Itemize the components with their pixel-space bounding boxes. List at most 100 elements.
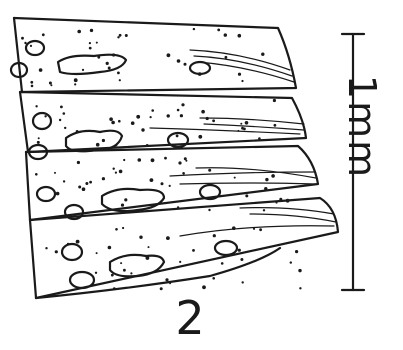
stipple-dot: [146, 256, 150, 260]
stipple-dot: [176, 135, 179, 138]
stipple-dot: [150, 178, 154, 182]
stipple-dot: [232, 226, 236, 230]
stipple-dot: [167, 114, 170, 117]
stipple-dot: [179, 261, 181, 263]
stipple-dot: [261, 53, 264, 56]
stipple-dot: [45, 247, 47, 249]
inclusion: [58, 55, 126, 74]
scale-bar-label: 1mm: [330, 52, 394, 202]
segment-outline-4: [30, 198, 338, 298]
pore: [37, 187, 55, 201]
stipple-dot: [96, 143, 100, 147]
stipple-dot: [234, 177, 236, 179]
stipple-dot: [238, 249, 241, 252]
stipple-dot: [96, 42, 98, 44]
stipple-dot: [30, 45, 32, 47]
stipple-dot: [138, 158, 142, 162]
stipple-dot: [130, 272, 132, 274]
stipple-dot: [240, 258, 243, 261]
stipple-dot: [136, 115, 140, 119]
stipple-dot: [245, 121, 249, 125]
stipple-dot: [82, 187, 86, 191]
stipple-dot: [238, 73, 241, 76]
stipple-dot: [279, 198, 282, 201]
stipple-dot: [85, 182, 88, 185]
inclusion: [110, 255, 164, 277]
stipple-dot: [182, 172, 185, 175]
stipple-dot: [59, 119, 61, 121]
stipple-dot: [82, 69, 84, 71]
stipple-dot: [97, 56, 100, 59]
stipple-dot: [184, 157, 187, 160]
stipple-dot: [115, 144, 117, 146]
stipple-dot: [131, 121, 135, 125]
stipple-dot: [95, 272, 97, 274]
stipple-dot: [35, 105, 37, 107]
stipple-dot: [299, 287, 301, 289]
stipple-dot: [102, 139, 105, 142]
stipple-dot: [90, 29, 93, 32]
stipple-dot: [31, 85, 34, 88]
stipple-dot: [77, 30, 81, 34]
stipple-dot: [38, 137, 40, 139]
stipple-dot: [89, 181, 92, 184]
stipple-dot: [106, 62, 109, 65]
pore: [70, 272, 94, 288]
stipple-dot: [180, 114, 183, 117]
stipple-dot: [290, 261, 292, 263]
stipple-dot: [115, 228, 118, 231]
stipple-dot: [124, 198, 127, 201]
figure-number: 2: [160, 290, 220, 346]
pore: [33, 113, 51, 129]
stipple-dot: [167, 53, 171, 57]
stipple-dot: [243, 127, 246, 130]
stipple-dot: [63, 112, 66, 115]
stipple-dot: [112, 53, 115, 56]
stipple-dot: [35, 173, 38, 176]
stipple-dot: [271, 174, 275, 178]
pore: [215, 241, 237, 255]
stipple-dot: [108, 67, 111, 70]
stipple-dot: [119, 79, 121, 81]
stipple-dot: [275, 201, 277, 203]
stipple-dot: [217, 29, 220, 32]
stipple-dot: [54, 172, 56, 174]
stipple-dot: [121, 204, 124, 207]
stipple-dot: [92, 282, 94, 284]
stipple-dot: [146, 144, 149, 147]
pore: [190, 62, 210, 74]
stipple-dot: [258, 137, 261, 140]
stipple-dot: [123, 159, 125, 161]
stipple-dot: [64, 127, 66, 129]
stipple-dot: [77, 161, 80, 164]
stipple-dot: [111, 121, 115, 125]
stipple-dot: [169, 282, 171, 284]
stipple-dot: [74, 83, 76, 85]
stipple-dot: [125, 34, 128, 37]
stipple-dot: [184, 63, 187, 66]
stipple-dot: [56, 192, 60, 196]
stipple-dot: [113, 287, 116, 290]
stipple-dot: [117, 72, 120, 75]
stipple-dot: [108, 246, 112, 250]
stipple-dot: [286, 199, 290, 203]
stipple-dot: [89, 42, 91, 44]
stipple-dot: [96, 252, 98, 254]
stipple-dot: [164, 157, 167, 160]
stipple-dot: [212, 277, 215, 280]
stipple-dot: [198, 135, 202, 139]
stipple-dot: [113, 168, 115, 170]
stipple-dot: [37, 141, 40, 144]
stipple-dot: [63, 180, 65, 182]
stipple-dot: [238, 34, 242, 38]
stipple-dot: [50, 84, 52, 86]
stipple-dot: [44, 115, 46, 117]
stipple-dot: [30, 81, 33, 84]
stipple-dot: [76, 240, 80, 244]
stipple-dot: [21, 37, 24, 40]
stipple-dot: [49, 82, 52, 85]
stipple-dot: [109, 117, 113, 121]
stipple-dot: [181, 103, 184, 106]
stipple-dot: [39, 68, 43, 72]
stipple-dot: [264, 187, 267, 190]
